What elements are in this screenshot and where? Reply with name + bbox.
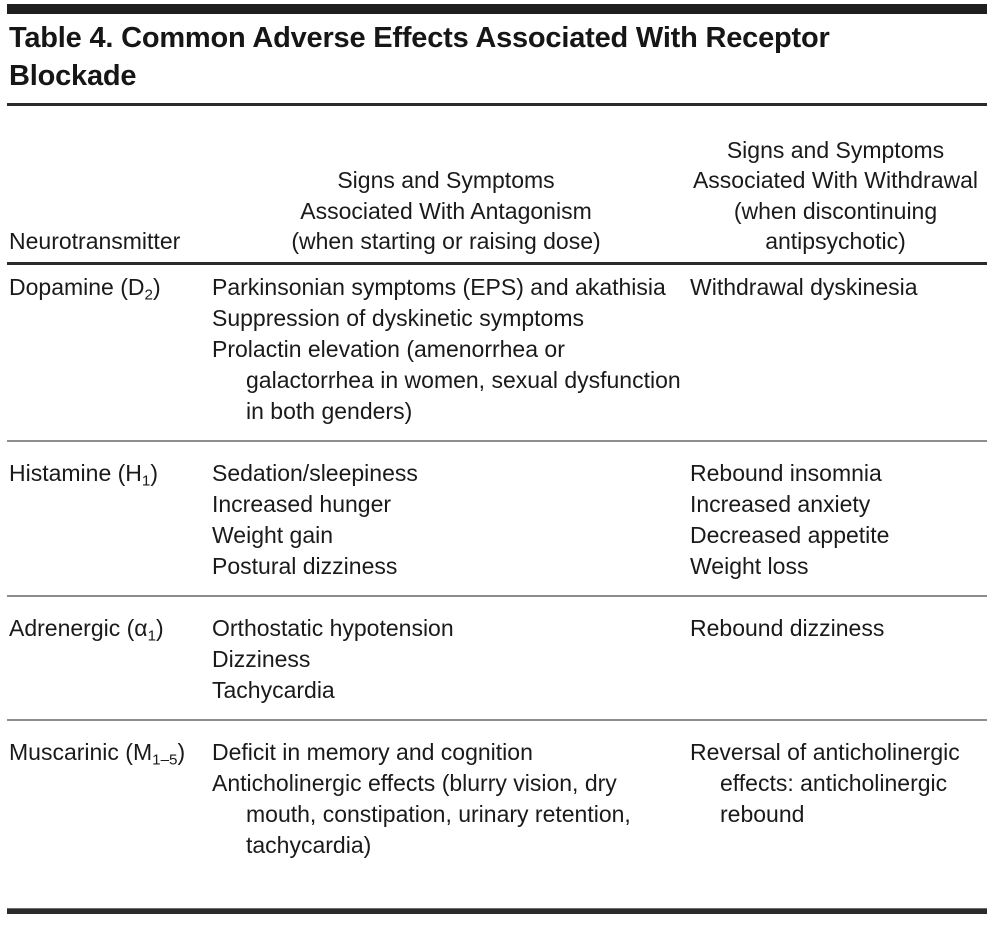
- receptor-subscript: 1: [141, 472, 151, 490]
- symptom-item: Dizziness: [212, 645, 311, 672]
- symptom-item: Parkinsonian symptoms (EPS) and akathisi…: [212, 274, 666, 300]
- cell-withdrawal-symptoms: Rebound dizziness: [690, 613, 990, 644]
- symptom-item: Decreased appetite: [690, 521, 890, 548]
- symptom-item: Sedation/sleepiness: [212, 460, 418, 486]
- cell-neurotransmitter: Histamine (H1): [9, 460, 159, 490]
- table-bottom-border: [7, 908, 987, 914]
- cell-antagonism-symptoms: Parkinsonian symptoms (EPS) and akathisi…: [212, 272, 682, 427]
- receptor-subscript: 1: [147, 627, 157, 645]
- cell-neurotransmitter: Adrenergic (α1): [9, 615, 164, 645]
- table-top-border: [7, 4, 987, 14]
- table-header-row: Neurotransmitter Signs and Symptoms Asso…: [0, 110, 994, 260]
- symptom-item: Weight loss: [690, 552, 809, 579]
- receptor-subscript: 2: [144, 286, 153, 304]
- column-header-withdrawal: Signs and Symptoms Associated With Withd…: [692, 136, 979, 255]
- cell-withdrawal-symptoms: Withdrawal dyskinesia: [690, 272, 990, 303]
- cell-withdrawal-symptoms: Reversal of anticholinergic effects: ant…: [690, 737, 990, 830]
- symptom-item: Rebound dizziness: [690, 615, 885, 641]
- symptom-item: Increased hunger: [212, 490, 392, 517]
- header-divider-rule: [7, 262, 987, 265]
- symptom-item: Orthostatic hypotension: [212, 615, 454, 641]
- symptom-item: Weight gain: [212, 521, 334, 548]
- symptom-item: Postural dizziness: [212, 552, 398, 579]
- column-header-antagonism: Signs and Symptoms Associated With Antag…: [291, 167, 601, 255]
- symptom-item: Rebound insomnia: [690, 460, 882, 486]
- cell-neurotransmitter: Muscarinic (M1–5): [9, 739, 186, 769]
- symptom-item: Anticholinergic effects (blurry vision, …: [212, 769, 631, 858]
- symptom-item: Reversal of anticholinergic effects: ant…: [690, 739, 960, 827]
- title-divider-rule: [7, 103, 987, 106]
- symptom-item: Withdrawal dyskinesia: [690, 274, 918, 300]
- symptom-item: Increased anxiety: [690, 490, 871, 517]
- row-divider-rule: [7, 595, 987, 597]
- symptom-item: Tachycardia: [212, 676, 335, 703]
- symptom-item: Suppression of dyskinetic symptoms: [212, 304, 584, 331]
- receptor-subscript: 1–5: [152, 751, 178, 769]
- column-header-neurotransmitter: Neurotransmitter: [9, 228, 181, 255]
- symptom-item: Deficit in memory and cognition: [212, 739, 533, 765]
- symptom-item: Prolactin elevation (amenorrhea or galac…: [212, 335, 681, 424]
- row-divider-rule: [7, 440, 987, 442]
- table-title: Table 4. Common Adverse Effects Associat…: [9, 22, 830, 92]
- row-divider-rule: [7, 719, 987, 721]
- cell-neurotransmitter: Dopamine (D2): [9, 274, 161, 304]
